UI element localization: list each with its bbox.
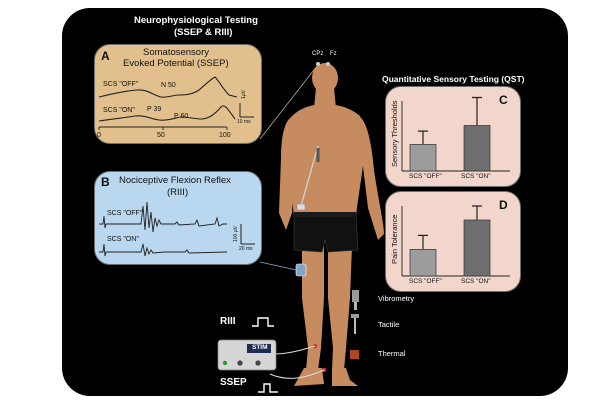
emg-electrode	[295, 263, 307, 277]
body-illustration	[217, 62, 384, 393]
stim-lead-2	[269, 369, 325, 379]
panel-b-title-line1: Nociceptive Flexion Reflex	[119, 175, 231, 186]
tactile-label: Tactile	[378, 320, 400, 329]
ssep-scale-t-label: 10 ms	[237, 119, 251, 125]
neck	[314, 88, 336, 108]
peak-p39-label: P 39	[147, 106, 162, 113]
spinal-lead	[300, 145, 319, 207]
panel-a-trace-on-label: SCS "ON"	[103, 107, 135, 114]
chart-d-bar-off	[409, 249, 437, 277]
riii-trace-off	[99, 201, 227, 233]
panel-riii: B Nociceptive Flexion Reflex (RIII) SCS …	[94, 171, 262, 265]
riii-pulse-icon	[252, 317, 274, 327]
panel-a-title-line1: Somatosensory	[143, 47, 210, 58]
vibrometry-label: Vibrometry	[378, 294, 415, 303]
chart-c	[401, 96, 510, 172]
chart-d-category-on: SCS "ON"	[461, 278, 491, 285]
panel-b-title-line2: (RIII)	[167, 187, 189, 198]
ssep-stim-label: SSEP	[220, 377, 247, 388]
vibrometry-probe-icon	[352, 290, 359, 310]
ssep-traces	[98, 76, 254, 130]
figure-body	[279, 63, 384, 386]
chart-d-bar-on	[463, 219, 491, 277]
foot-right	[332, 368, 358, 386]
connector-emg-to-panel-b	[259, 261, 297, 271]
panel-a-trace-off-label: SCS "OFF"	[103, 81, 139, 88]
panel-ssep: A Somatosensory Evoked Potential (SSEP) …	[94, 44, 262, 144]
ssep-x-tick-0: 0	[97, 132, 101, 139]
panel-c-letter: C	[499, 93, 508, 107]
ssep-trace-off	[98, 76, 238, 98]
electrode-cpz	[316, 62, 320, 66]
figure-canvas: Neurophysiological Testing (SSEP & RIII)…	[62, 8, 568, 396]
torso	[287, 104, 365, 218]
chart-d-category-off: SCS "OFF"	[409, 278, 442, 285]
riii-stim-label: RIII	[220, 316, 236, 327]
chart-d	[401, 205, 510, 277]
spinal-electrode-array	[316, 148, 320, 162]
riii-scale-t-label: 20 ms	[239, 246, 253, 252]
ssep-pulse-icon	[258, 383, 278, 393]
chart-c-bar-off	[409, 144, 437, 172]
leg-left	[302, 246, 324, 370]
panel-b-letter: B	[101, 175, 110, 189]
panel-qst-d: D Pain Tolerance SCS "OFF" SCS "ON"	[385, 191, 521, 292]
chart-c-bar-on	[463, 125, 491, 172]
connector-head-to-panel-a	[259, 65, 318, 140]
waistband	[294, 212, 356, 217]
electrode-fz	[326, 62, 330, 66]
stimulator-device	[217, 339, 277, 371]
riii-traces	[99, 201, 255, 257]
leg-right	[328, 246, 352, 370]
panel-a-title-line2: Evoked Potential (SSEP)	[123, 58, 229, 69]
electrode-cpz-label: CPz	[312, 51, 324, 57]
thermal-label: Thermal	[378, 349, 406, 358]
arm-left	[279, 116, 295, 230]
shorts	[293, 213, 359, 253]
panel-b-trace-off-label: SCS "OFF"	[107, 210, 143, 217]
panel-qst-c: C Sensory Thresholds SCS "OFF" SCS "ON"	[385, 86, 521, 187]
panel-a-letter: A	[101, 49, 110, 63]
ssep-x-tick-50: 50	[157, 132, 165, 139]
riii-trace-on	[99, 243, 228, 257]
main-title-line1: Neurophysiological Testing	[134, 15, 258, 26]
stim-device-label: STIM	[252, 344, 268, 351]
qst-title: Quantitative Sensory Testing (QST)	[382, 74, 525, 84]
thermal-probe-icon	[350, 350, 359, 359]
head	[312, 63, 338, 93]
foot-left	[294, 368, 324, 386]
peak-n50-label: N 50	[161, 82, 176, 89]
panel-b-trace-on-label: SCS "ON"	[107, 236, 139, 243]
stim-lead-1	[273, 345, 316, 355]
chart-c-category-on: SCS "ON"	[461, 173, 491, 180]
main-title-line2: (SSEP & RIII)	[174, 27, 233, 38]
ssep-trace-on	[98, 105, 236, 122]
ssep-x-tick-100: 100	[219, 132, 231, 139]
arm-right	[359, 116, 384, 240]
electrode-fz-label: Fz	[330, 51, 337, 57]
panel-d-letter: D	[499, 198, 508, 212]
tactile-filament-icon	[351, 314, 359, 334]
chart-c-category-off: SCS "OFF"	[409, 173, 442, 180]
